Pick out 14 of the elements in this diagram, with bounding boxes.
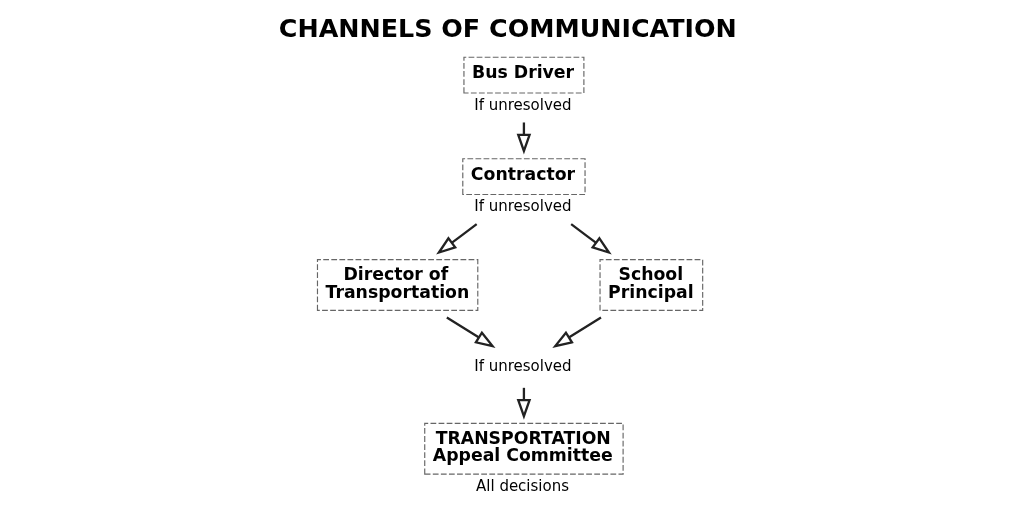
node-label: All decisions — [475, 476, 569, 495]
node-box: School Principal — [598, 259, 703, 311]
node-box: Contractor — [461, 158, 586, 196]
arrow — [445, 316, 496, 348]
arrow — [569, 223, 612, 255]
node-box: TRANSPORTATION Appeal Committee — [423, 422, 624, 475]
diagram-title: CHANNELS OF COMMUNICATION — [278, 12, 737, 43]
node-box: Bus Driver — [462, 56, 584, 94]
node-text: If unresolved — [473, 356, 572, 375]
node-box: Director of Transportation — [316, 259, 478, 311]
node-label: If unresolved — [473, 95, 572, 114]
node-label: If unresolved — [473, 197, 572, 216]
arrow — [551, 316, 602, 348]
arrow — [435, 223, 477, 255]
